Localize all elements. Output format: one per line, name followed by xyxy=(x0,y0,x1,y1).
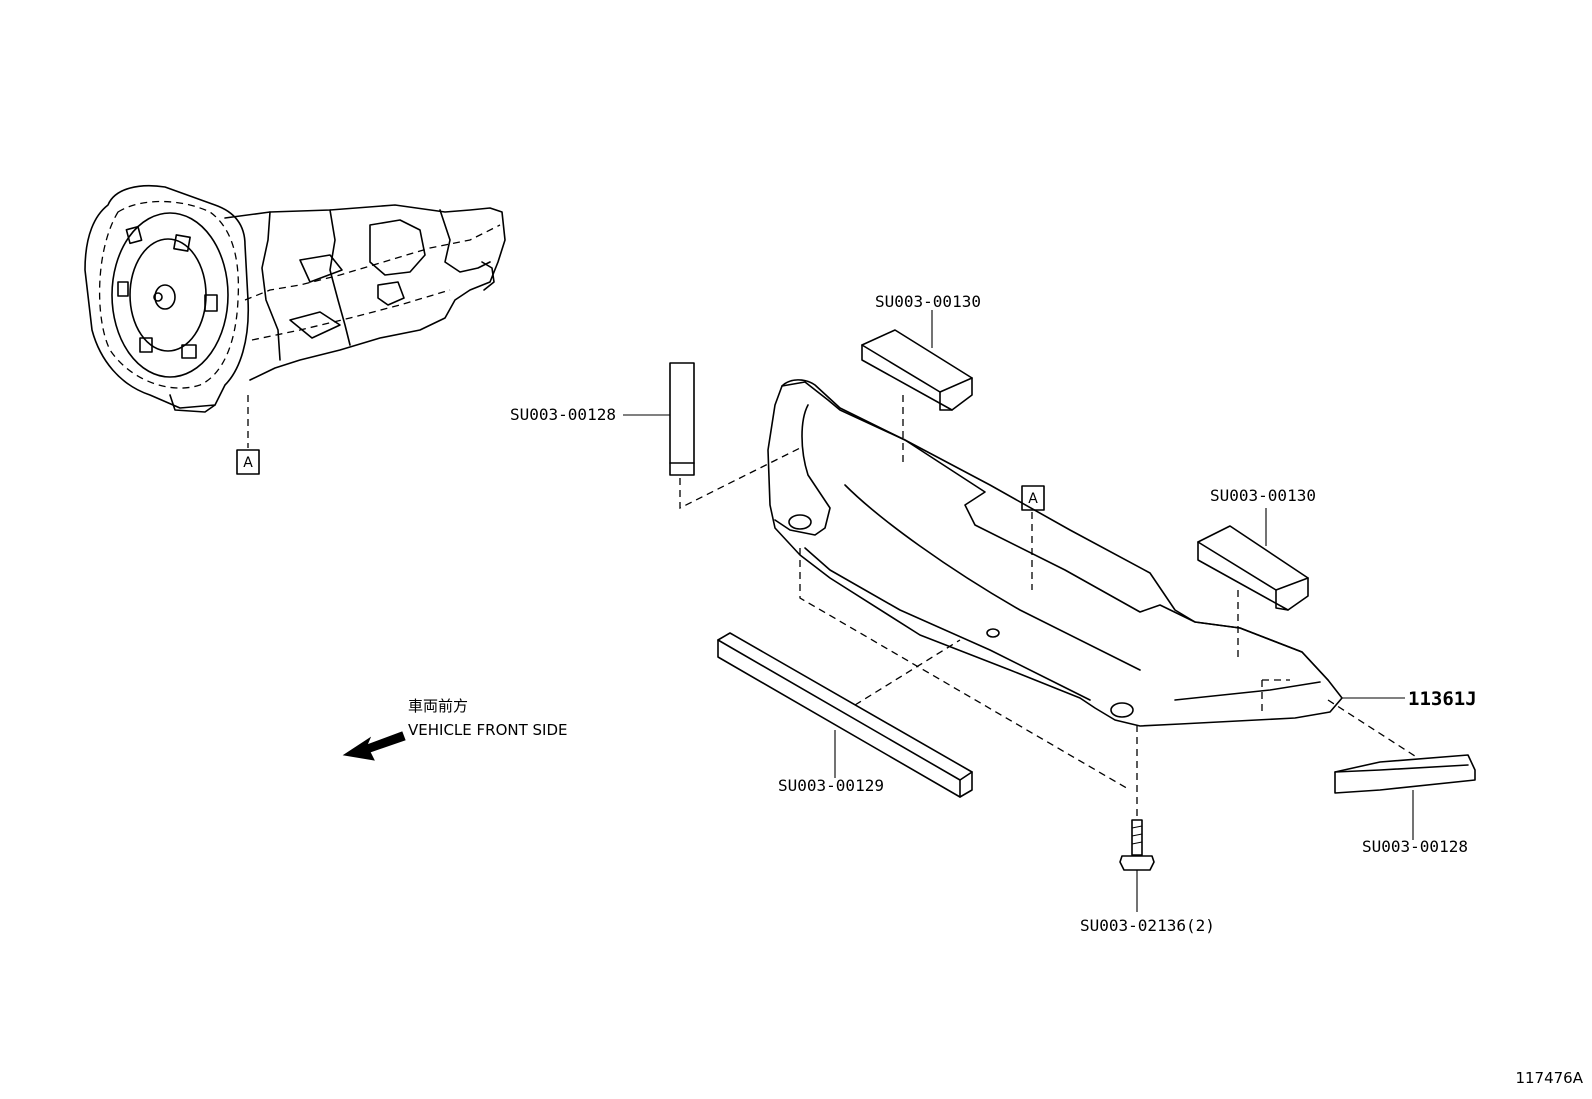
callout-strip-right: SU003-00128 xyxy=(1362,837,1468,856)
strip-left: SU003-00128 xyxy=(510,362,801,510)
strip-right: SU003-00128 xyxy=(1327,699,1476,856)
ref-box-a-plate xyxy=(1021,485,1045,511)
ref-label-a-left: A xyxy=(243,455,253,471)
long-strip: SU003-00129 xyxy=(717,548,1131,798)
cover-plate-11361j: A 11361J xyxy=(767,379,1477,727)
callout-bolt: SU003-02136(2) xyxy=(1080,916,1215,935)
bolt: SU003-02136(2) xyxy=(1080,725,1215,935)
vehicle-front-indicator: 車両前方 VEHICLE FRONT SIDE xyxy=(342,697,568,761)
pad-right: SU003-00130 xyxy=(1197,486,1316,660)
pad-upper: SU003-00130 xyxy=(861,292,981,465)
callout-pad-right: SU003-00130 xyxy=(1210,486,1316,505)
transmission-illustration: A xyxy=(84,184,506,475)
ref-label-a-plate: A xyxy=(1028,491,1038,507)
direction-japanese: 車両前方 xyxy=(408,697,468,715)
callout-long-strip: SU003-00129 xyxy=(778,776,884,795)
arrow-left-icon xyxy=(342,731,406,761)
reference-number: 117476A xyxy=(1515,1069,1583,1087)
callout-pad-upper: SU003-00130 xyxy=(875,292,981,311)
callout-11361j: 11361J xyxy=(1408,688,1477,710)
direction-english: VEHICLE FRONT SIDE xyxy=(408,721,568,739)
ref-box-a-left xyxy=(236,449,260,475)
callout-strip-left: SU003-00128 xyxy=(510,405,616,424)
